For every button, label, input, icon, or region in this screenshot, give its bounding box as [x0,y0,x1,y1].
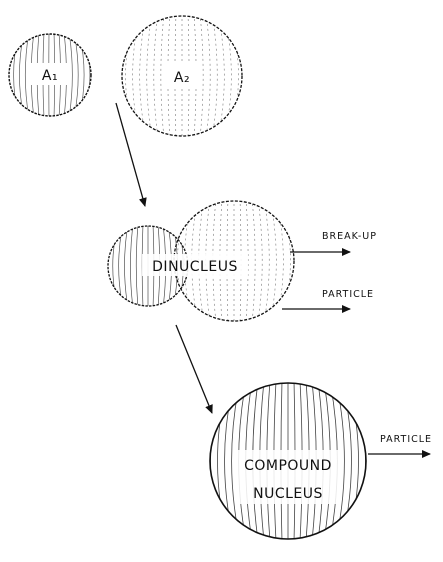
hatch-line [230,14,238,138]
label-a2: A₂ [174,70,190,86]
hatch-line [276,199,283,323]
arrow-to-compound-nucleus [176,325,212,413]
nucleus-a2: A₂ [119,14,246,138]
label-nucleus: NUCLEUS [253,486,323,502]
hatch-line [8,32,14,118]
label-particle-upper: PARTICLE [322,289,374,300]
label-break-up: BREAK-UP [322,231,377,242]
hatch-line [258,199,262,323]
hatch-line [288,199,297,323]
nucleus-a1: A₁ [8,32,96,118]
hatch-line [210,381,222,541]
hatch-line [236,14,245,138]
hatch-line [84,32,90,118]
hatch-line [224,14,231,138]
hatch-line [264,199,269,323]
hatch-line [252,199,255,323]
hatch-line [270,199,276,323]
hatch-line [133,14,140,138]
hatch-line [154,14,158,138]
label-compound: COMPOUND [244,458,332,474]
hatch-line [147,14,152,138]
hatch-line [14,32,19,118]
hatch-line [79,32,84,118]
hatch-line [218,14,224,138]
hatch-line [161,14,164,138]
dinucleus: DINUCLEUS [107,199,298,323]
hatch-line [218,381,229,541]
hatch-line [25,32,29,118]
arrow-to-dinucleus [116,103,145,206]
hatch-line [113,224,118,308]
label-a1: A₁ [42,68,58,84]
hatch-line [206,14,210,138]
hatch-line [282,199,290,323]
hatch-line [348,381,359,541]
label-particle-lower: PARTICLE [380,434,432,445]
hatch-line [130,224,133,308]
hatch-line [212,14,217,138]
hatch-line [19,32,24,118]
hatch-line [136,224,138,308]
hatch-line [107,224,113,308]
hatch-line [126,14,134,138]
label-dinucleus: DINUCLEUS [152,259,238,275]
hatch-line [125,224,129,308]
hatch-line [354,381,366,541]
compound-nucleus: COMPOUND NUCLEUS [203,381,372,541]
